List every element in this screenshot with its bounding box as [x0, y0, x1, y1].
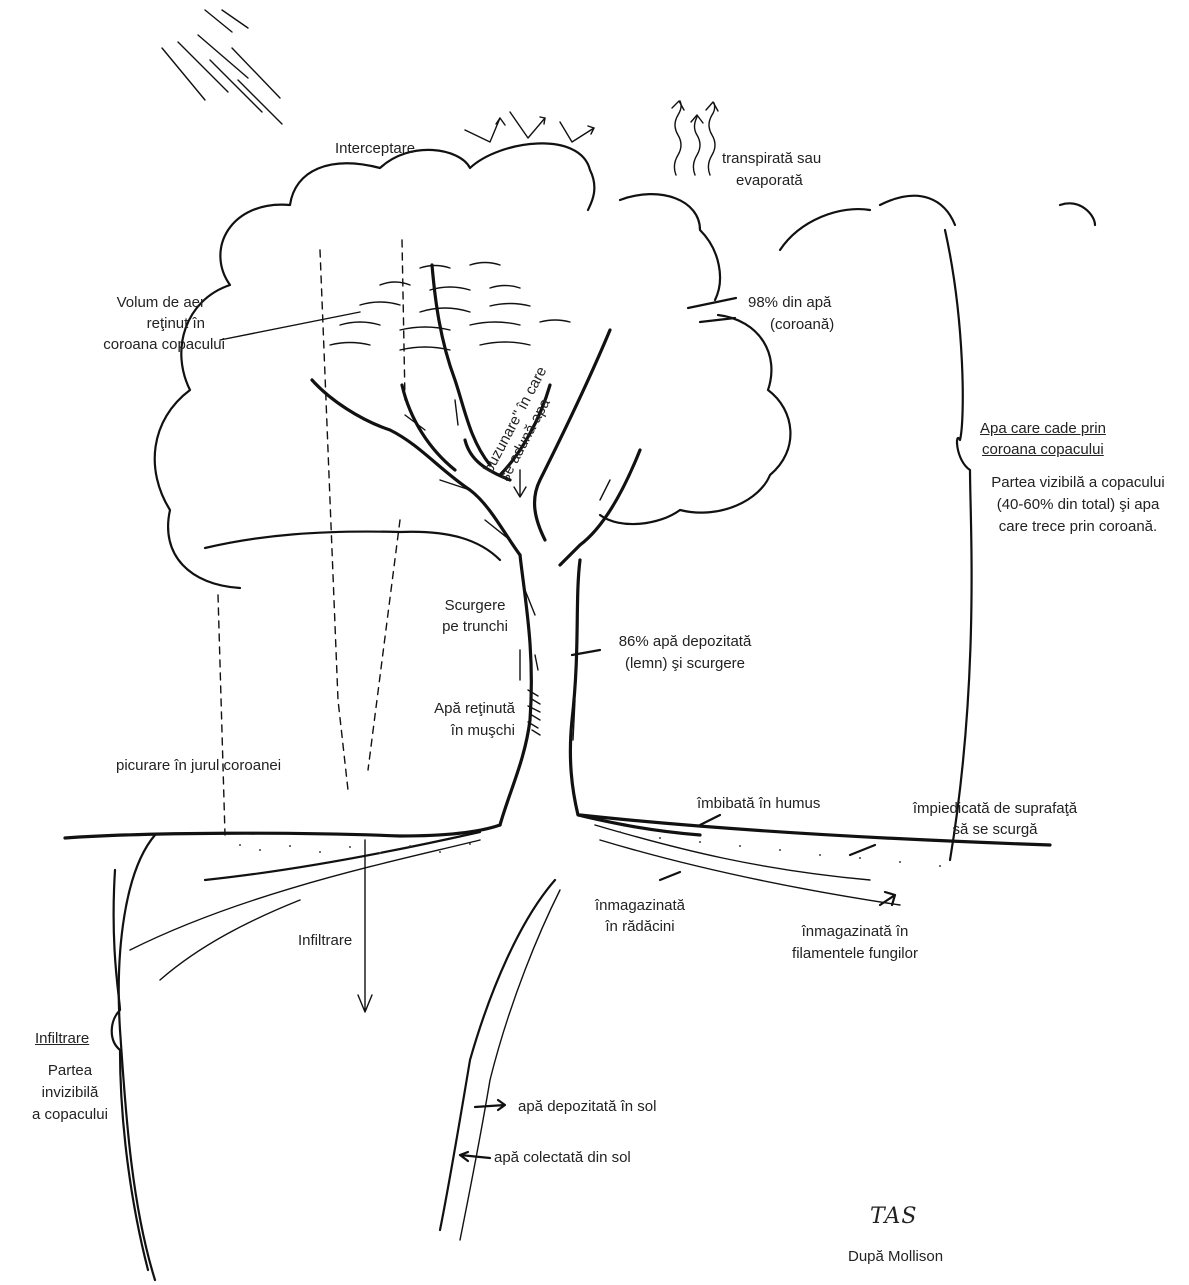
label-volum-1: Volum de aer — [75, 294, 205, 312]
label-imbibata: îmbibată în humus — [697, 795, 820, 813]
label-fungi-2: filamentele fungilor — [770, 945, 940, 963]
tree-crown — [155, 143, 791, 588]
label-interceptare: Interceptare — [335, 140, 415, 158]
air-volume-lines — [220, 263, 570, 351]
label-scurgere-1: Scurgere — [425, 597, 525, 615]
label-vizibila-3: care trece prin coroană. — [978, 518, 1178, 536]
label-colectata-sol: apă colectată din sol — [494, 1149, 631, 1167]
label-transpirata-1: transpirată sau — [722, 150, 821, 168]
label-procent98-2: (coroană) — [770, 316, 834, 334]
interception-arrows — [465, 112, 594, 142]
label-procent86-2: (lemn) şi scurgere — [600, 655, 770, 673]
label-procent98-1: 98% din apă — [748, 294, 831, 312]
label-transpirata-2: evaporată — [736, 172, 803, 190]
transpiration-arrows — [672, 101, 718, 175]
drip-lines — [218, 240, 405, 835]
label-impiedicata-2: să se scurgă — [900, 821, 1090, 839]
label-vizibila-2: (40-60% din total) şi apa — [978, 496, 1178, 514]
label-retinuta-2: în muşchi — [395, 722, 515, 740]
label-volum-2: reţinut în — [75, 315, 205, 333]
label-impiedicata-1: împiedicată de suprafaţă — [900, 800, 1090, 818]
label-retinuta-1: Apă reţinută — [395, 700, 515, 718]
label-picurare: picurare în jurul coroanei — [116, 757, 281, 775]
label-depozitata-sol: apă depozitată în sol — [518, 1098, 656, 1116]
label-radacini-1: înmagazinată — [585, 897, 695, 915]
label-apa-cade-1: Apa care cade prin — [980, 420, 1106, 438]
signature-mark: TAS — [870, 1208, 917, 1226]
label-radacini-2: în rădăcini — [585, 918, 695, 936]
label-invizibila-3: a copacului — [20, 1106, 120, 1124]
rain-streaks — [162, 10, 282, 124]
label-apa-cade-2: coroana copacului — [982, 441, 1104, 459]
label-procent86-1: 86% apă depozitată — [600, 633, 770, 651]
label-scurgere-2: pe trunchi — [425, 618, 525, 636]
label-volum-3: coroana copacului — [75, 336, 225, 354]
label-infiltrare-titlu: Infiltrare — [35, 1030, 89, 1048]
label-invizibila-2: invizibilă — [20, 1084, 120, 1102]
label-invizibila-1: Partea — [20, 1062, 120, 1080]
label-fungi-1: înmagazinată în — [770, 923, 940, 941]
label-vizibila-1: Partea vizibilă a copacului — [978, 474, 1178, 492]
tree-trunk-branches — [312, 265, 700, 835]
label-infiltrare-centru: Infiltrare — [298, 932, 352, 950]
label-dupa: După Mollison — [848, 1248, 943, 1266]
